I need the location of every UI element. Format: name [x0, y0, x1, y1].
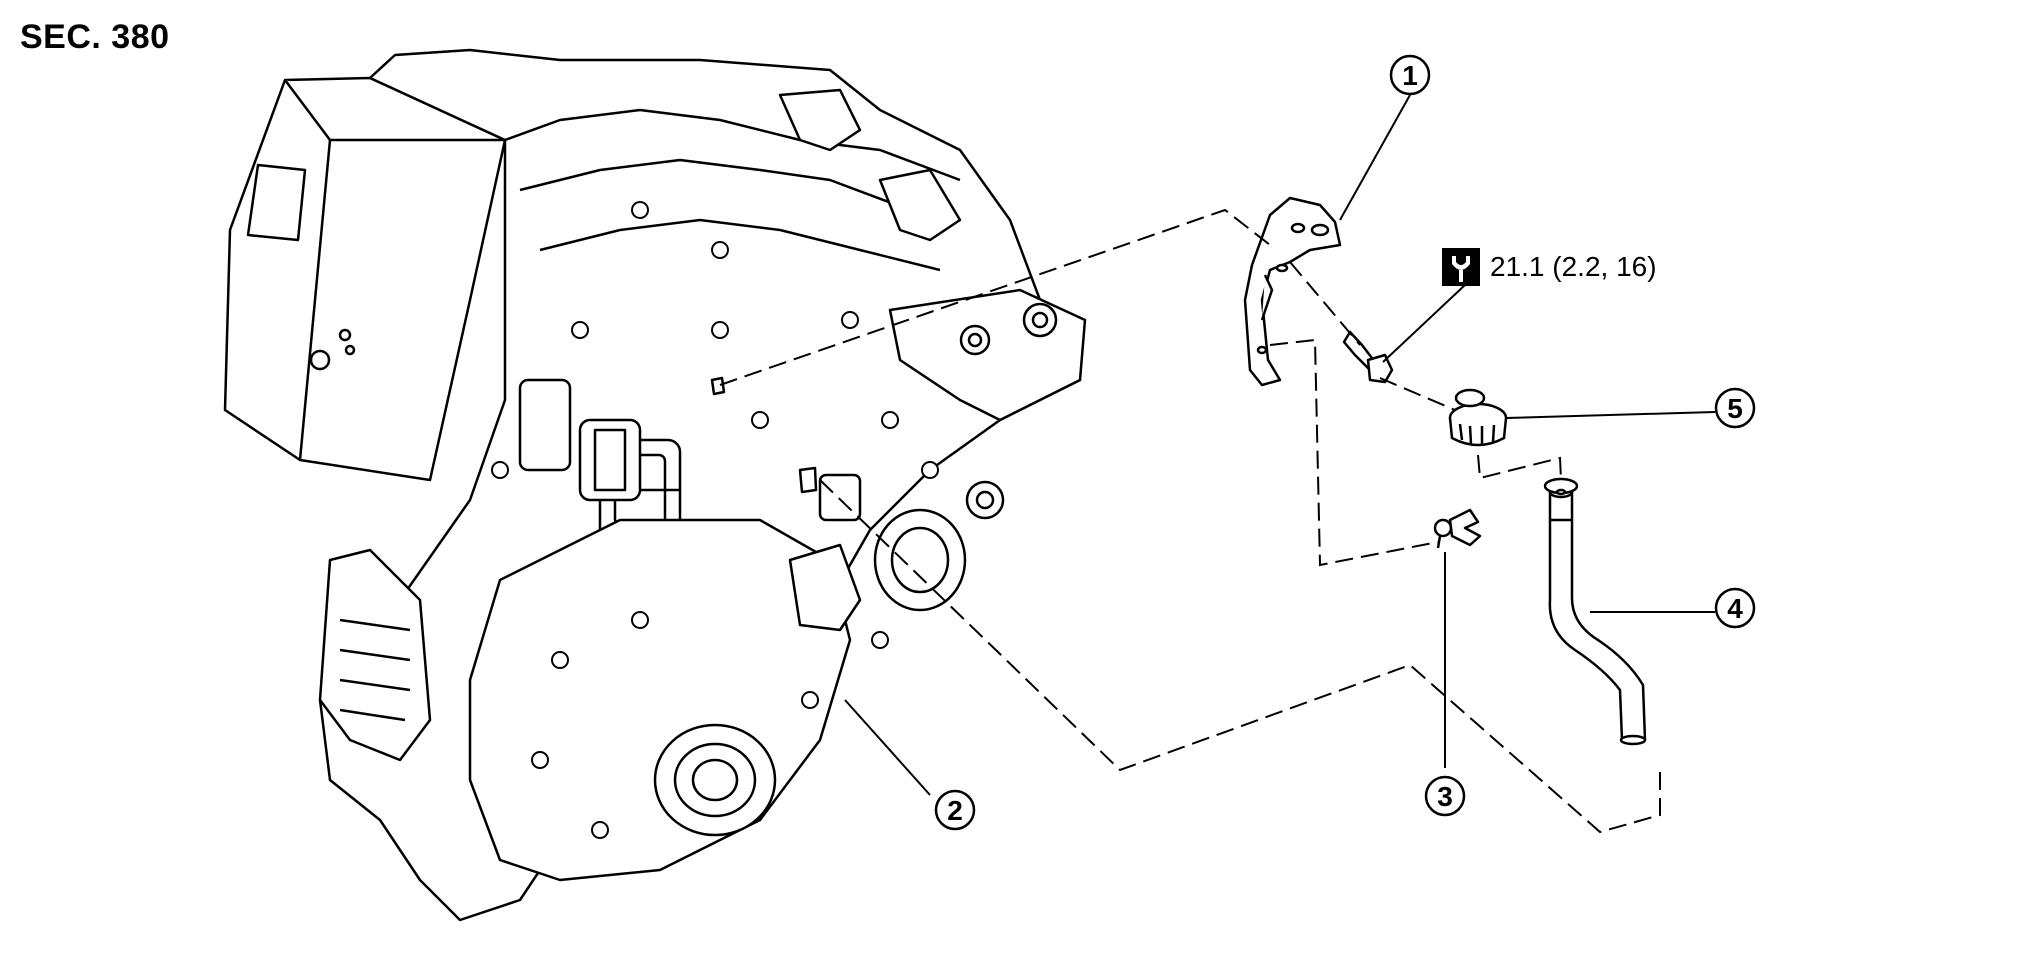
callout-3-number: 3 — [1437, 781, 1453, 812]
leader-lines — [844, 94, 1716, 796]
torque-value: 21.1 (2.2, 16) — [1490, 251, 1657, 282]
transaxle-assembly-illustration — [223, 48, 1087, 922]
torque-spec: 21.1 (2.2, 16) — [1442, 248, 1657, 286]
callout-3: 3 — [1424, 775, 1466, 817]
breather-hose-part — [1543, 477, 1647, 746]
bolt-part — [1342, 330, 1394, 384]
callout-4-number: 4 — [1727, 593, 1743, 624]
torque-wrench-icon — [1442, 248, 1480, 286]
callout-2: 2 — [934, 789, 976, 831]
section-label: SEC. 380 — [20, 18, 170, 56]
callout-5: 5 — [1714, 387, 1756, 429]
callout-1-number: 1 — [1402, 60, 1418, 91]
clip-part — [1433, 508, 1482, 549]
bracket-part — [1243, 196, 1342, 387]
assembly-dashed-lines — [719, 208, 1661, 834]
callout-5-number: 5 — [1727, 393, 1743, 424]
cap-part — [1448, 388, 1508, 447]
callout-2-number: 2 — [947, 795, 963, 826]
callout-4: 4 — [1714, 587, 1756, 629]
callout-1: 1 — [1389, 54, 1431, 96]
